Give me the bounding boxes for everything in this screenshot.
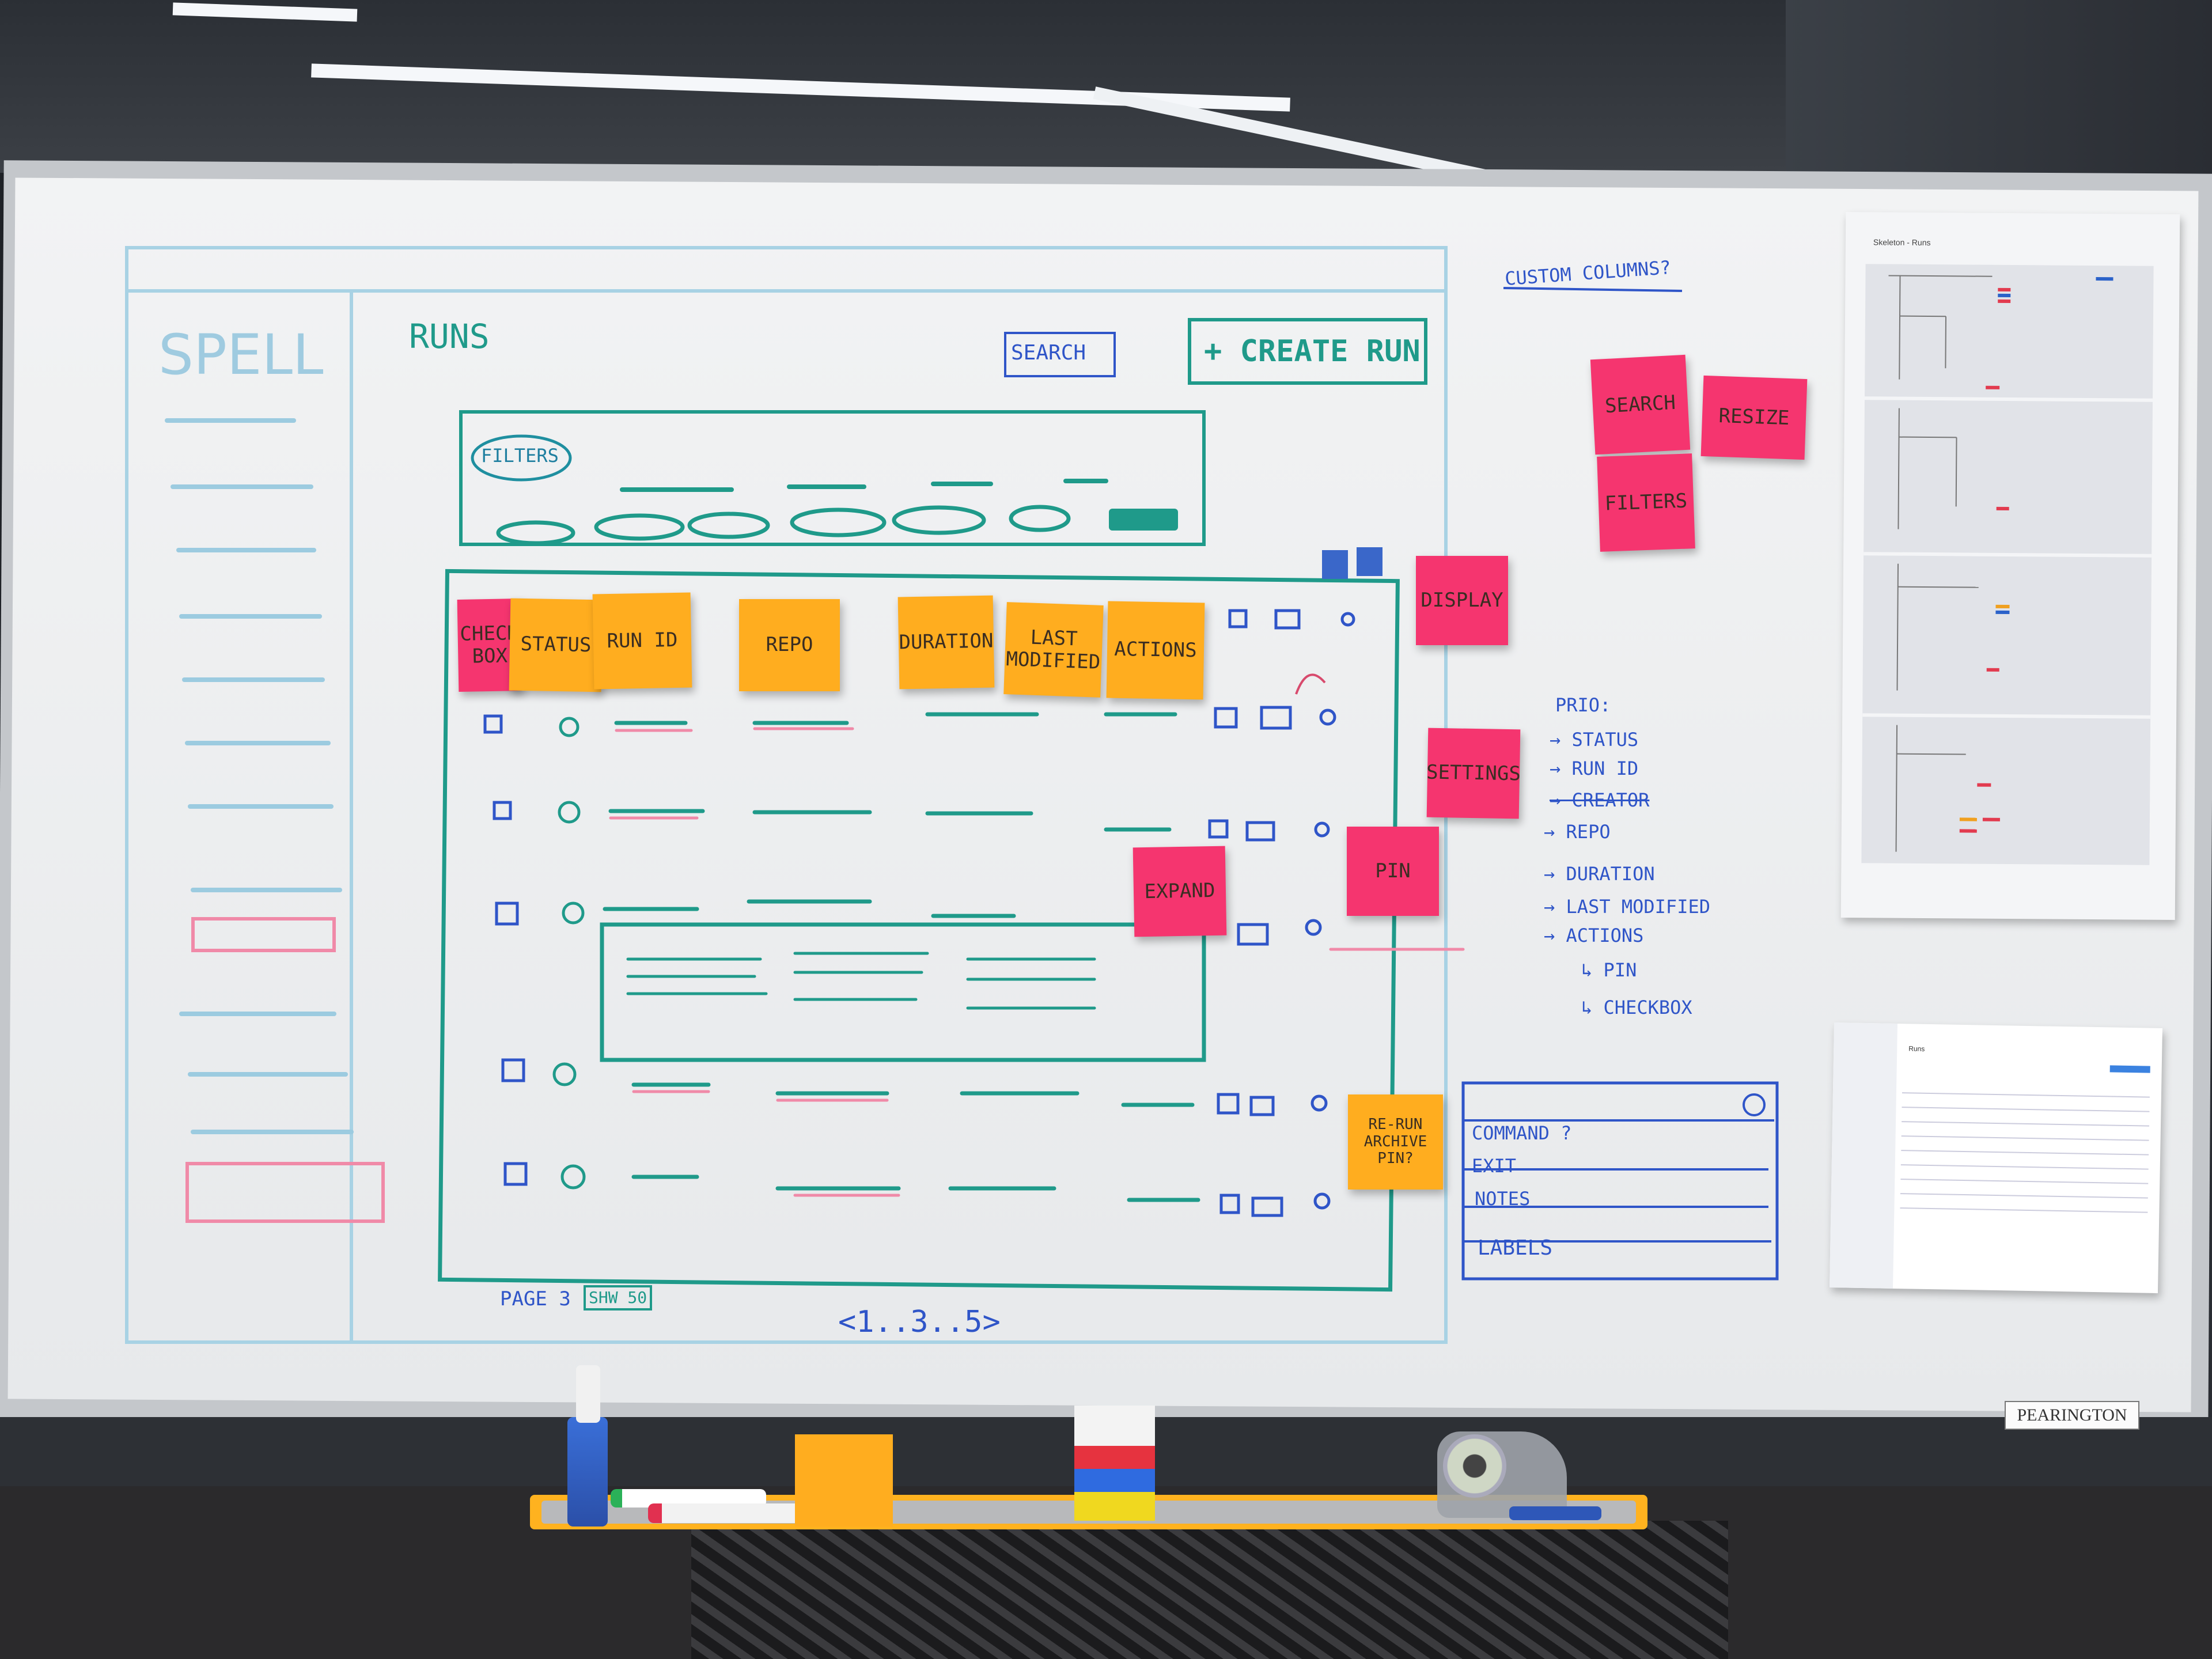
sticky-status: STATUS — [509, 598, 603, 692]
prio-item: → REPO — [1544, 821, 1611, 843]
menu-item: LABELS — [1478, 1236, 1553, 1260]
prio-item: → STATUS — [1550, 729, 1639, 751]
page-title: RUNS — [409, 317, 490, 356]
search-label: SEARCH — [1011, 341, 1086, 365]
filters-label: FILTERS — [481, 445, 559, 467]
tape-roll — [1443, 1434, 1506, 1498]
printout-skeleton: Skeleton - Runs — [1840, 211, 2180, 921]
prio-item: → CREATOR — [1550, 789, 1650, 811]
spray-bottle-cap — [576, 1365, 600, 1423]
create-run-label: + CREATE RUN — [1204, 334, 1421, 369]
sticky-display: DISPLAY — [1416, 556, 1508, 645]
marker — [1509, 1506, 1601, 1520]
printout-app-title: Runs — [1908, 1044, 1925, 1053]
prio-title: PRIO: — [1555, 694, 1611, 716]
printout-app-screen: Runs — [1830, 1022, 2162, 1293]
prio-item: → LAST MODIFIED — [1544, 896, 1710, 918]
sticky-last-modified: LAST MODIFIED — [1003, 602, 1104, 698]
prio-item: ↳ CHECKBOX — [1581, 997, 1692, 1018]
sticky-run-id: RUN ID — [592, 592, 692, 690]
carpet — [691, 1521, 1728, 1659]
sticky-pad — [795, 1434, 893, 1527]
prio-item: ↳ PIN — [1581, 959, 1637, 981]
menu-item: EXIT — [1472, 1155, 1517, 1177]
prio-item: → DURATION — [1544, 863, 1655, 885]
spray-bottle — [567, 1417, 608, 1527]
pagination-pages: <1..3..5> — [838, 1305, 1001, 1339]
menu-item: COMMAND ? — [1472, 1122, 1572, 1144]
sticky-rerun: RE-RUN ARCHIVE PIN? — [1348, 1094, 1443, 1190]
brand-plate: PEARINGTON — [2005, 1401, 2139, 1430]
prio-item: → ACTIONS — [1544, 925, 1644, 946]
sticky-search: SEARCH — [1590, 354, 1691, 455]
sticky-pin: PIN — [1347, 827, 1439, 916]
sticky-filters: FILTERS — [1597, 453, 1695, 552]
pagination-page: PAGE 3 — [500, 1287, 571, 1310]
sticky-repo: REPO — [739, 599, 840, 691]
printout-skeleton-title: Skeleton - Runs — [1873, 237, 1931, 248]
prio-item: → RUN ID — [1550, 757, 1639, 779]
pagination-show: SHW 50 — [589, 1288, 647, 1307]
sticky-expand: EXPAND — [1132, 846, 1227, 937]
sticky-settings: SETTINGS — [1426, 728, 1521, 819]
marker — [648, 1503, 812, 1523]
menu-item: NOTES — [1475, 1188, 1531, 1210]
sticky-duration: DURATION — [897, 595, 995, 690]
sticky-resize: RESIZE — [1700, 375, 1808, 460]
sticky-actions: ACTIONS — [1106, 601, 1205, 700]
page-flags — [1074, 1406, 1155, 1521]
brand-label: SPELL — [158, 323, 324, 387]
